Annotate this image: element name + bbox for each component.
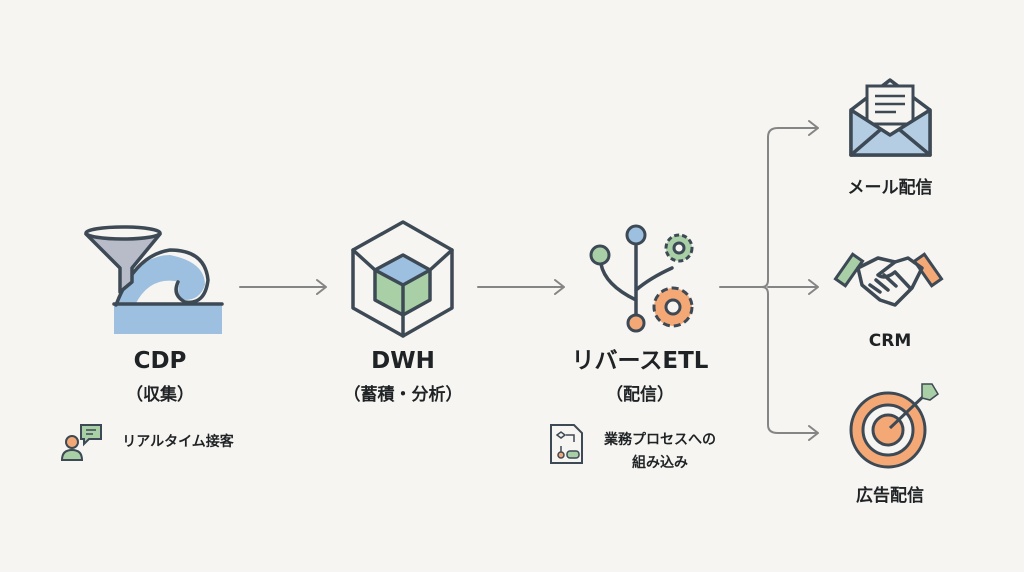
workflow-document-icon xyxy=(550,424,583,464)
branch-arrows xyxy=(719,120,819,441)
dwh-title: DWH xyxy=(371,348,435,374)
handshake-icon xyxy=(833,252,944,307)
cdp-subtitle: （収集） xyxy=(126,384,194,405)
dwh-subtitle: （蓄積・分析） xyxy=(344,384,463,405)
branch-gears-icon xyxy=(589,224,694,333)
output-email-label: メール配信 xyxy=(848,177,933,198)
cube-icon xyxy=(351,220,454,338)
person-chat-icon xyxy=(60,424,102,461)
output-crm-label: CRM xyxy=(869,331,911,351)
etl-title: リバースETL xyxy=(572,348,709,374)
arrow-dwh-to-etl xyxy=(477,279,565,295)
cdp-title: CDP xyxy=(134,348,187,374)
cdp-note: リアルタイム接客 xyxy=(122,433,235,450)
etl-subtitle: （配信） xyxy=(606,384,674,405)
arrow-cdp-to-dwh xyxy=(239,279,327,295)
etl-note-line1: 業務プロセスへの xyxy=(603,431,716,448)
target-icon xyxy=(849,383,939,469)
output-ads-label: 広告配信 xyxy=(856,485,924,506)
funnel-wave-icon xyxy=(84,225,224,334)
etl-note-line2: 組み込み xyxy=(632,454,688,471)
envelope-icon xyxy=(849,78,932,157)
